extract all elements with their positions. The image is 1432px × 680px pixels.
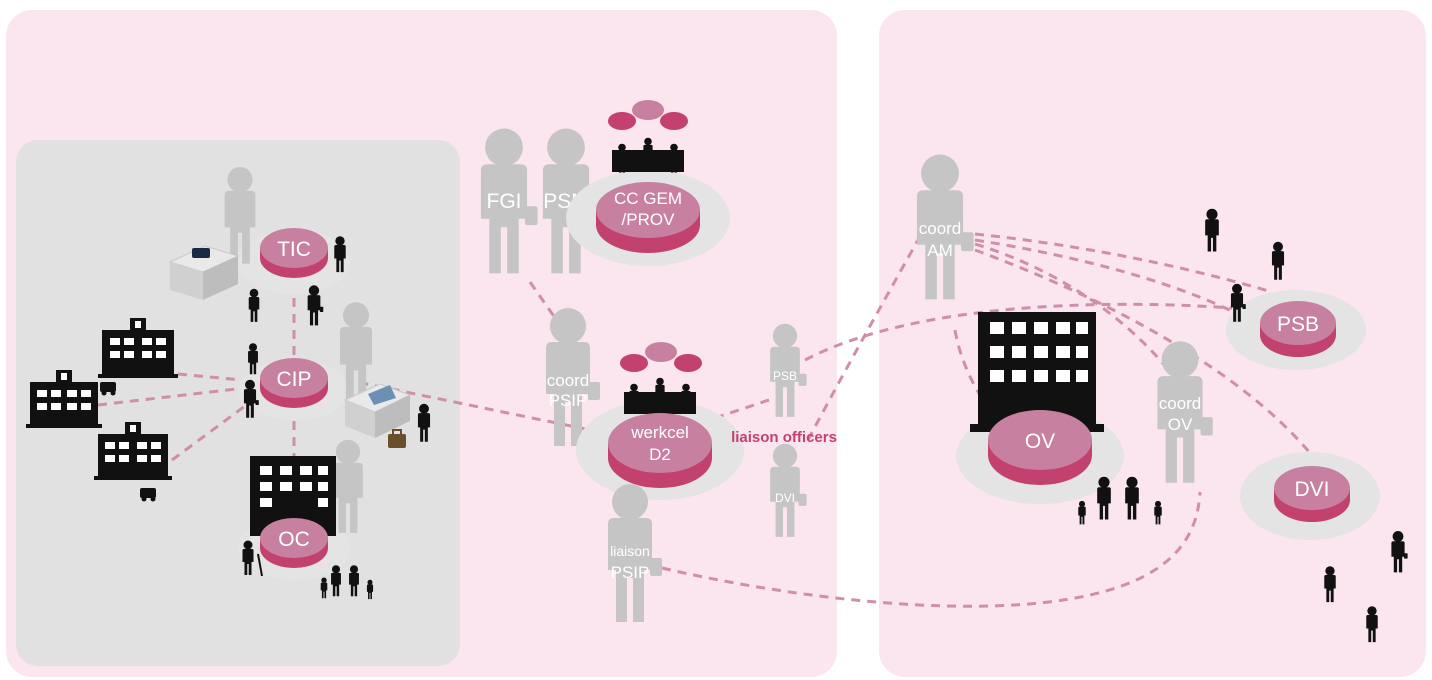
psb-small-label: PSB	[773, 369, 797, 383]
line-psb-small-psb	[804, 302, 1233, 362]
ov-label: OV	[1025, 430, 1055, 453]
line-coord-am-psb-1	[974, 232, 1273, 294]
disc-werkcel-d2[interactable]: werkcel D2	[608, 413, 712, 488]
line-coord-am-coord-ov	[974, 242, 1177, 379]
coord-am-line2: AM	[927, 241, 953, 260]
line-cip-hospital-2	[97, 384, 263, 407]
briefcase-icon	[388, 429, 406, 448]
elderly-person-icon	[242, 540, 263, 577]
line-cip-hospital-3	[171, 390, 265, 462]
liaison-psip-line1: liaison	[610, 543, 650, 559]
dvi-small-label: DVI	[775, 491, 795, 505]
connection-lines	[97, 232, 1312, 608]
coord-psip-line1: coord	[547, 371, 590, 390]
coord-ov-line1: coord	[1159, 394, 1202, 413]
liaison-psip-line2: PSIP	[611, 563, 650, 582]
line-werkcel-psb-small	[714, 396, 776, 420]
disc-dvi[interactable]: DVI	[1274, 466, 1350, 522]
ambulance-icon	[100, 382, 156, 502]
disc-oc[interactable]: OC	[260, 518, 328, 568]
desk-laptop-icon	[343, 383, 412, 438]
coord-psip-line2: PSIP	[549, 391, 588, 410]
speech-bubble-icon	[608, 100, 688, 130]
disc-psb[interactable]: PSB	[1260, 301, 1336, 357]
tic-label: TIC	[277, 238, 311, 261]
coord-ov-line2: OV	[1168, 415, 1193, 434]
line-liaison-coord-ov	[661, 491, 1202, 608]
disc-tic[interactable]: TIC	[260, 228, 328, 278]
meeting-table-icon	[624, 377, 696, 414]
disc-cc-gem-prov[interactable]: CC GEM /PROV	[596, 182, 700, 253]
coord-am-line1: coord	[919, 219, 962, 238]
cc-label-line2: /PROV	[622, 210, 676, 229]
cc-label-line1: CC GEM	[614, 189, 682, 208]
speech-bubble-icon	[620, 342, 702, 372]
meeting-table-icon	[612, 137, 684, 173]
werkcel-line1: werkcel	[630, 423, 689, 442]
panel-left-inner	[16, 140, 460, 666]
dvi-label: DVI	[1294, 478, 1329, 501]
disc-ov[interactable]: OV	[988, 410, 1092, 485]
cip-label: CIP	[276, 368, 311, 391]
liaison-officers-label: liaison officers	[731, 429, 837, 446]
psb-label: PSB	[1277, 313, 1319, 336]
desk-phone-icon	[168, 245, 240, 300]
disc-cip[interactable]: CIP	[260, 358, 328, 408]
werkcel-line2: D2	[649, 445, 671, 464]
hospital-icon	[26, 318, 178, 480]
oc-label: OC	[278, 528, 310, 551]
fgi-label: FGI	[487, 190, 522, 213]
line-coord-am-dvi	[974, 248, 1312, 454]
